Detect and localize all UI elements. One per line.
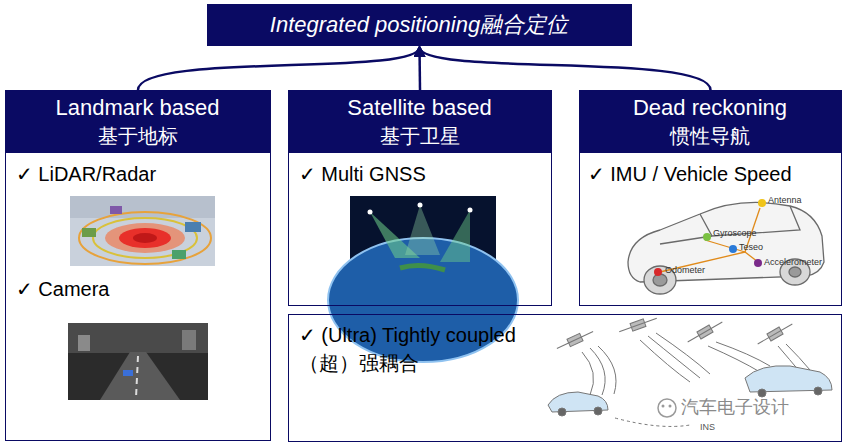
camera-image: [68, 323, 208, 400]
part-label: INS: [700, 423, 715, 433]
car-illustration: [628, 202, 824, 294]
merge-arrow: [420, 47, 711, 90]
box-text: 基于卫星: [380, 124, 460, 148]
watermark: 汽车电子设计: [681, 398, 789, 418]
box-text: （超）强耦合: [299, 351, 419, 375]
box-text: ✓ LiDAR/Radar: [16, 162, 156, 186]
box-text: ✓ Camera: [16, 277, 109, 301]
antenna-dot: [758, 199, 766, 207]
coupling-box: ✓ (Ultra) Tightly coupled （超）强耦合: [288, 314, 842, 442]
part-label: Antenna: [768, 196, 802, 206]
box-text: ✓ IMU / Vehicle Speed: [588, 162, 792, 186]
merge-arrow: [138, 47, 420, 90]
part-label: Gyroscope: [713, 229, 757, 239]
landmark-panel: Landmark based 基于地标 ✓ LiDAR/Radar ✓ Camera: [5, 90, 271, 441]
coupling-illustration: [548, 314, 832, 426]
wechat-icon: [658, 399, 676, 417]
box-heading: Landmark based: [56, 95, 220, 121]
box-text: 基于地标: [98, 124, 178, 148]
part-label: Accelerometer: [764, 258, 822, 268]
merge-arrow: [418, 47, 421, 90]
box-heading: Integrated positioning融合定位: [270, 12, 568, 38]
part-label: Odometer: [665, 266, 705, 276]
accelerometer-dot: [754, 259, 762, 267]
satellite-panel: Satellite based 基于卫星 ✓ Multi GNSS: [288, 90, 552, 306]
lidar-image: [70, 196, 215, 266]
box-heading: ✓ (Ultra) Tightly coupled: [299, 323, 516, 347]
dead-reckoning-panel: Dead reckoning 惯性导航 ✓ IMU / Vehicle Speed: [579, 90, 842, 306]
odometer-dot: [654, 268, 662, 276]
teseo-dot: [729, 245, 737, 253]
box-text: 惯性导航: [670, 124, 750, 148]
gyroscope-dot: [703, 233, 711, 241]
part-label: Teseo: [739, 243, 763, 253]
box-text: ✓ Multi GNSS: [299, 162, 426, 186]
title-box: Integrated positioning融合定位: [207, 4, 632, 46]
box-heading: Satellite based: [347, 95, 491, 121]
box-heading: Dead reckoning: [633, 95, 787, 121]
